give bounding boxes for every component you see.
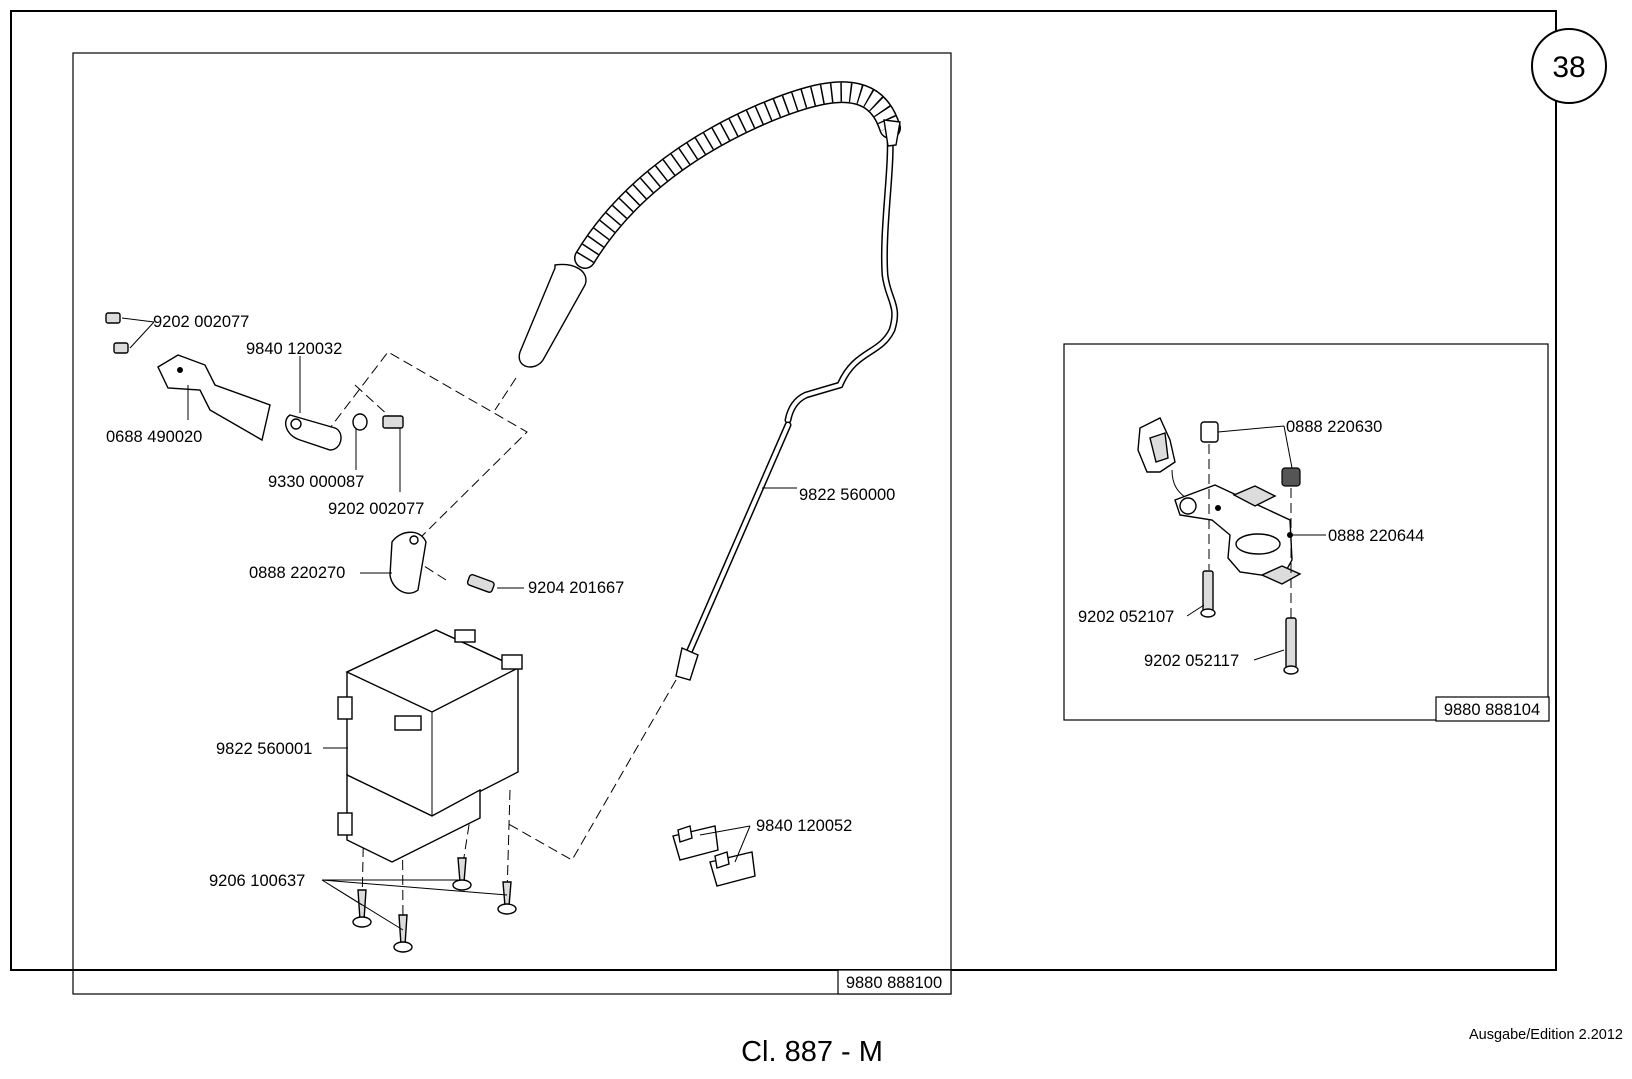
cable-upper <box>788 135 895 420</box>
dashed-guide-clip-screw <box>421 564 446 580</box>
spacer-1-icon <box>1201 422 1218 442</box>
side-assembly-number: 9880 888104 <box>1444 701 1540 719</box>
spiral-wrap-fill <box>585 92 890 258</box>
box-screw-3-icon <box>458 858 466 882</box>
dashed-guide-sleeve <box>495 378 516 410</box>
label-screw-top-1: 9202 002077 <box>153 313 249 331</box>
page-number: 38 <box>1552 51 1585 84</box>
cable-lower-fill <box>690 425 788 650</box>
cable-sleeve <box>519 264 586 367</box>
dashed-guide-plug <box>505 680 676 860</box>
leader-screw-top-1b <box>130 322 154 348</box>
cable-clip-group <box>390 532 495 593</box>
screw-small-icon <box>383 416 403 428</box>
clip-screw-icon <box>467 574 495 593</box>
side-panel-frame <box>1064 344 1548 720</box>
label-cable: 9822 560000 <box>799 486 895 504</box>
label-spacer: 0888 220630 <box>1286 418 1382 436</box>
dashed-guide-screw-4 <box>507 790 510 895</box>
screw-mid-icon <box>114 343 128 353</box>
label-screw-long: 9202 052117 <box>1144 652 1239 670</box>
main-panel: 9880 888100 <box>73 53 951 994</box>
edition-label: Ausgabe/Edition 2.2012 <box>1469 1027 1623 1043</box>
label-washer: 9330 000087 <box>268 473 364 491</box>
label-cable-clip: 0888 220270 <box>249 564 345 582</box>
box-screw-4-icon <box>503 882 511 906</box>
box-screw-2-head <box>394 942 412 952</box>
control-box-tab-1 <box>338 697 352 719</box>
screw-long-icon <box>1286 618 1296 668</box>
sensor-wire <box>1172 470 1186 498</box>
label-clamp-holder: 9840 120032 <box>246 340 342 358</box>
cable-clip-hole-icon <box>410 536 418 544</box>
label-control-box: 9822 560001 <box>216 740 312 758</box>
screw-long-head <box>1284 666 1298 674</box>
cable-holders-group <box>673 826 755 886</box>
bracket-hole-icon <box>177 367 183 373</box>
control-box-tab-4 <box>502 655 522 669</box>
sensor-plate-slot <box>1236 534 1280 554</box>
control-box-tab-2 <box>338 813 352 835</box>
screw-short-head <box>1201 609 1215 617</box>
model-title: Cl. 887 - M <box>741 1036 883 1068</box>
page-number-badge: 38 <box>1532 29 1606 103</box>
control-box-tab-3 <box>395 716 421 730</box>
screw-short-icon <box>1203 571 1213 611</box>
side-panel: 9880 888104 0888 220630 0888 220644 <box>1064 344 1549 721</box>
leader-screw-long <box>1254 650 1284 660</box>
main-panel-frame <box>73 53 951 994</box>
screw-top-icon <box>106 313 120 323</box>
label-clip-screw: 9204 201667 <box>528 579 624 597</box>
dashed-guide-bracket <box>355 385 390 417</box>
sensor-roller-icon <box>1180 498 1196 514</box>
leader-screw-top-1 <box>122 318 154 322</box>
cable-plug <box>676 648 698 680</box>
box-screw-3-head <box>453 880 471 890</box>
label-screw-short: 9202 052107 <box>1078 608 1174 626</box>
label-screw-top-2: 9202 002077 <box>328 500 424 518</box>
control-box-group <box>338 630 522 862</box>
label-plate: 0888 220644 <box>1328 527 1424 545</box>
cable-clip-icon <box>390 532 426 593</box>
plate-hole-1 <box>1215 505 1221 511</box>
box-screw-4-head <box>498 904 516 914</box>
box-screw-1-head <box>353 917 371 927</box>
label-cable-holders: 9840 120052 <box>756 817 852 835</box>
box-screws-group <box>353 858 516 952</box>
leader-box-screws <box>322 880 507 930</box>
clamp-holder-hole-icon <box>291 419 301 429</box>
leader-spacer <box>1218 426 1292 468</box>
label-box-screws: 9206 100637 <box>209 872 305 890</box>
label-bracket: 0688 490020 <box>106 428 202 446</box>
washer-icon <box>353 414 367 430</box>
cable-end-ferrule <box>884 120 900 146</box>
control-box-tab-5 <box>455 630 475 642</box>
spacer-2-icon <box>1282 468 1300 486</box>
main-assembly-number: 9880 888100 <box>846 974 942 992</box>
